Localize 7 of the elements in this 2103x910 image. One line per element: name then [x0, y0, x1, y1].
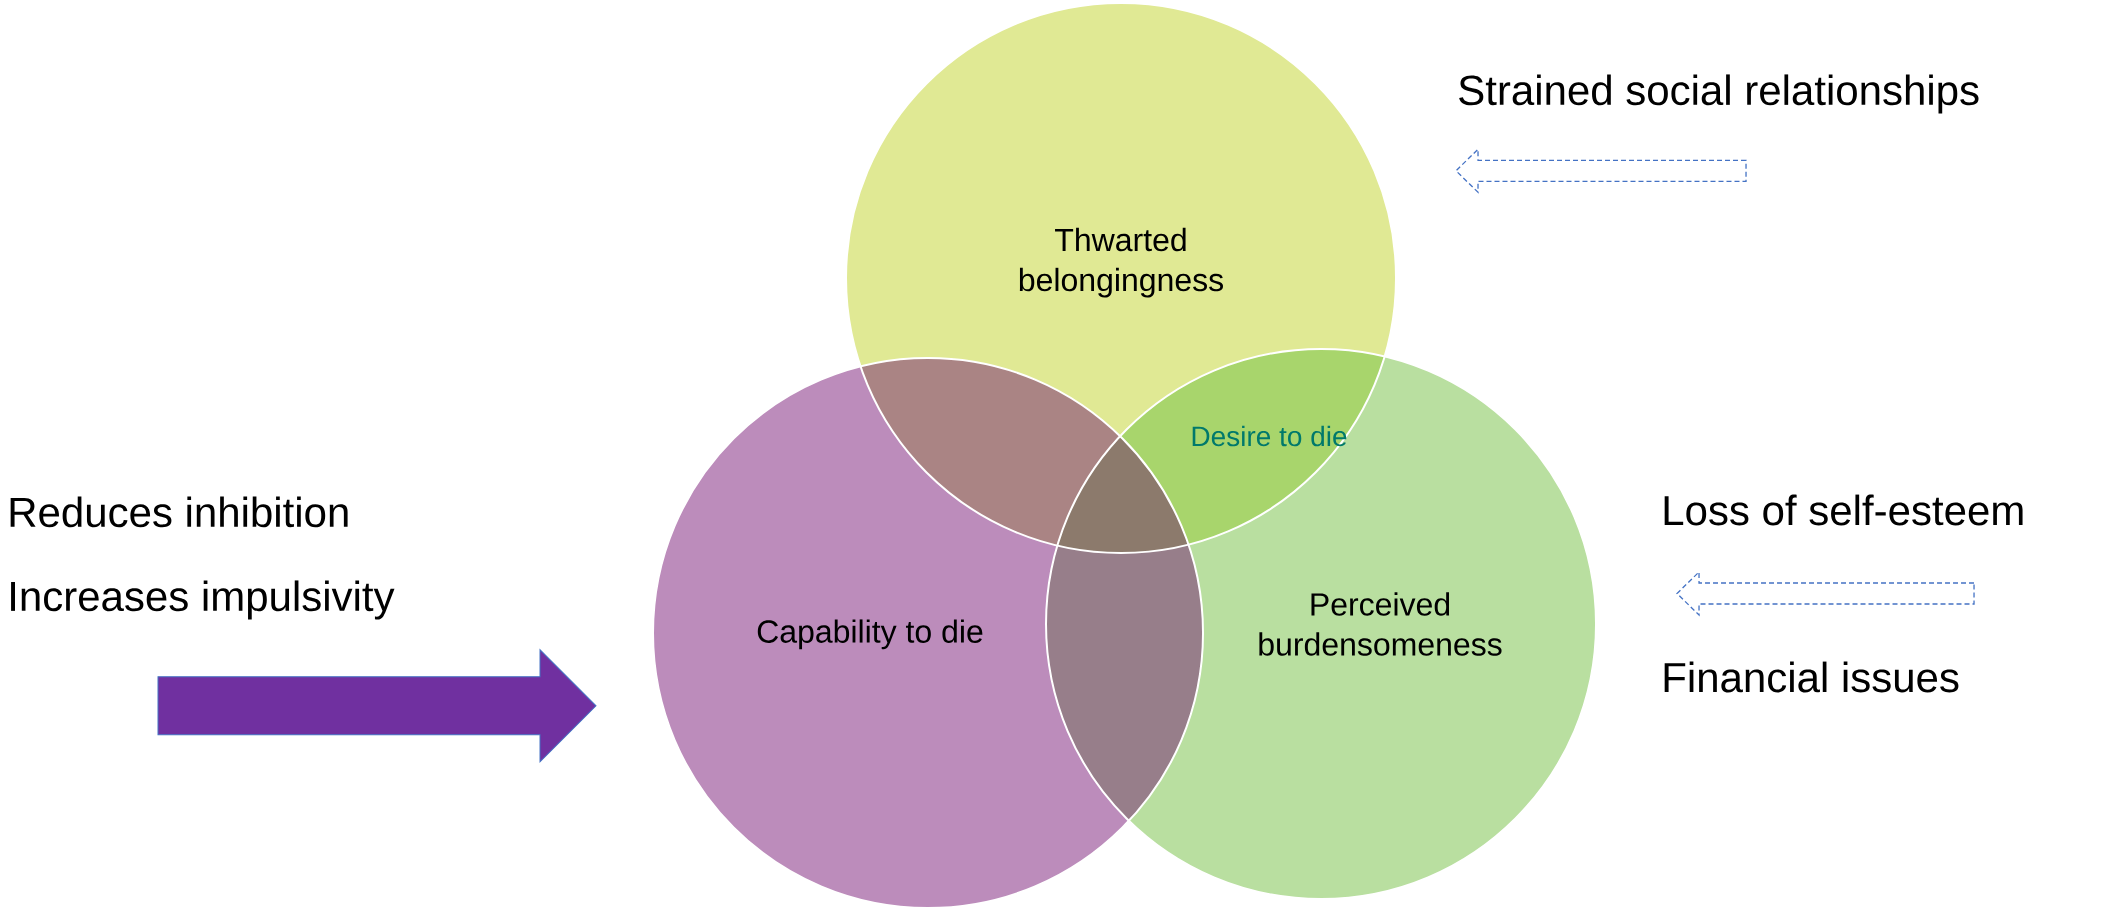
factor-text: Loss of self-esteem — [1664, 494, 2023, 526]
factor-text: Reduces inhibition Increases impulsivity — [10, 496, 395, 620]
block-arrow — [157, 649, 597, 763]
block-arrow — [1676, 570, 1975, 617]
factor-text: Strained social relationships — [1459, 74, 1979, 114]
block-arrow — [1455, 147, 1747, 194]
factor-text: Financial issues — [1664, 661, 1959, 693]
